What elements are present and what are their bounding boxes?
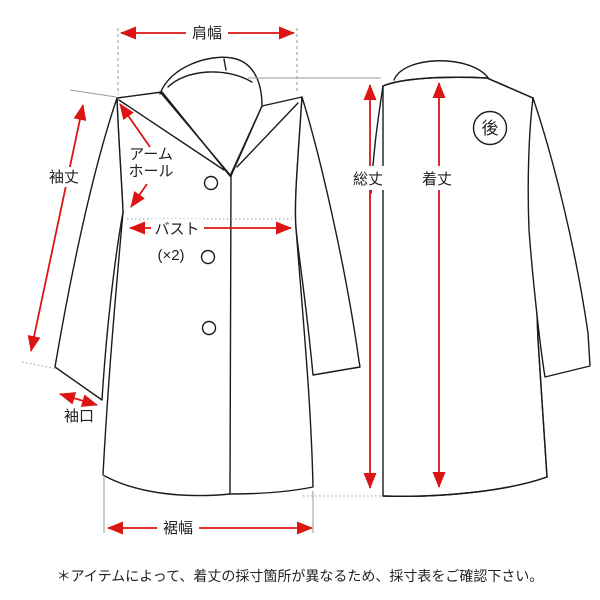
coat-front-right-lapel-roll xyxy=(230,105,263,177)
measurement-arrows xyxy=(27,26,446,535)
coat-front-right-lapel-edge xyxy=(236,102,299,168)
back-badge: 後 xyxy=(482,119,499,138)
coat-back-shoulder-line xyxy=(382,76,534,99)
shoulder-width-label: 肩幅 xyxy=(192,25,222,42)
cuff-guide xyxy=(21,361,58,370)
back-badge-circle xyxy=(472,110,508,146)
coat-front-collar-outer xyxy=(159,56,263,107)
footnote: ＊アイテムによって、着丈の採寸箇所が異なるため、採寸表をご確認下さい。 xyxy=(57,568,544,584)
sleeve-length-leader xyxy=(69,89,117,98)
bust-multiplier-label: (×2) xyxy=(157,247,184,264)
coat-button-1 xyxy=(203,175,219,191)
measurement-labels: 肩幅 袖丈 アーム ホール バスト (×2) 総丈 着丈 袖口 裾幅 xyxy=(44,22,459,538)
hem-width-label: 裾幅 xyxy=(163,520,193,537)
coat-button-3 xyxy=(201,320,217,336)
coat-back-illustration: 後 xyxy=(370,60,591,498)
coat-front-collar-band xyxy=(167,71,253,88)
coat-button-2 xyxy=(200,249,216,265)
coat-back-body xyxy=(382,76,548,498)
coat-front-illustration xyxy=(54,56,361,497)
total-length-label: 総丈 xyxy=(353,171,383,188)
coat-back-right-sleeve xyxy=(527,97,591,378)
bust-label: バスト xyxy=(154,221,199,238)
coat-back-collar xyxy=(393,60,490,81)
cuff-width-label: 袖口 xyxy=(64,408,94,425)
armhole-label-line2: ホール xyxy=(128,163,173,180)
garment-length-label: 着丈 xyxy=(422,171,452,188)
armhole-label-line1: アーム xyxy=(129,146,173,163)
coat-front-left-lapel-roll xyxy=(160,92,232,177)
coat-back-hem xyxy=(382,476,548,498)
guide-lines xyxy=(21,28,381,533)
sleeve-length-label: 袖丈 xyxy=(49,169,79,186)
cuff-width-arrow xyxy=(59,392,98,407)
armhole-arrow-lower xyxy=(130,183,148,208)
coat-front-left-lapel-edge xyxy=(118,99,225,171)
armhole-arrow-upper xyxy=(119,103,151,148)
coat-front-right-sleeve xyxy=(294,96,361,376)
sleeve-length-arrow xyxy=(27,104,87,352)
coat-front-collar-seam xyxy=(223,58,227,71)
